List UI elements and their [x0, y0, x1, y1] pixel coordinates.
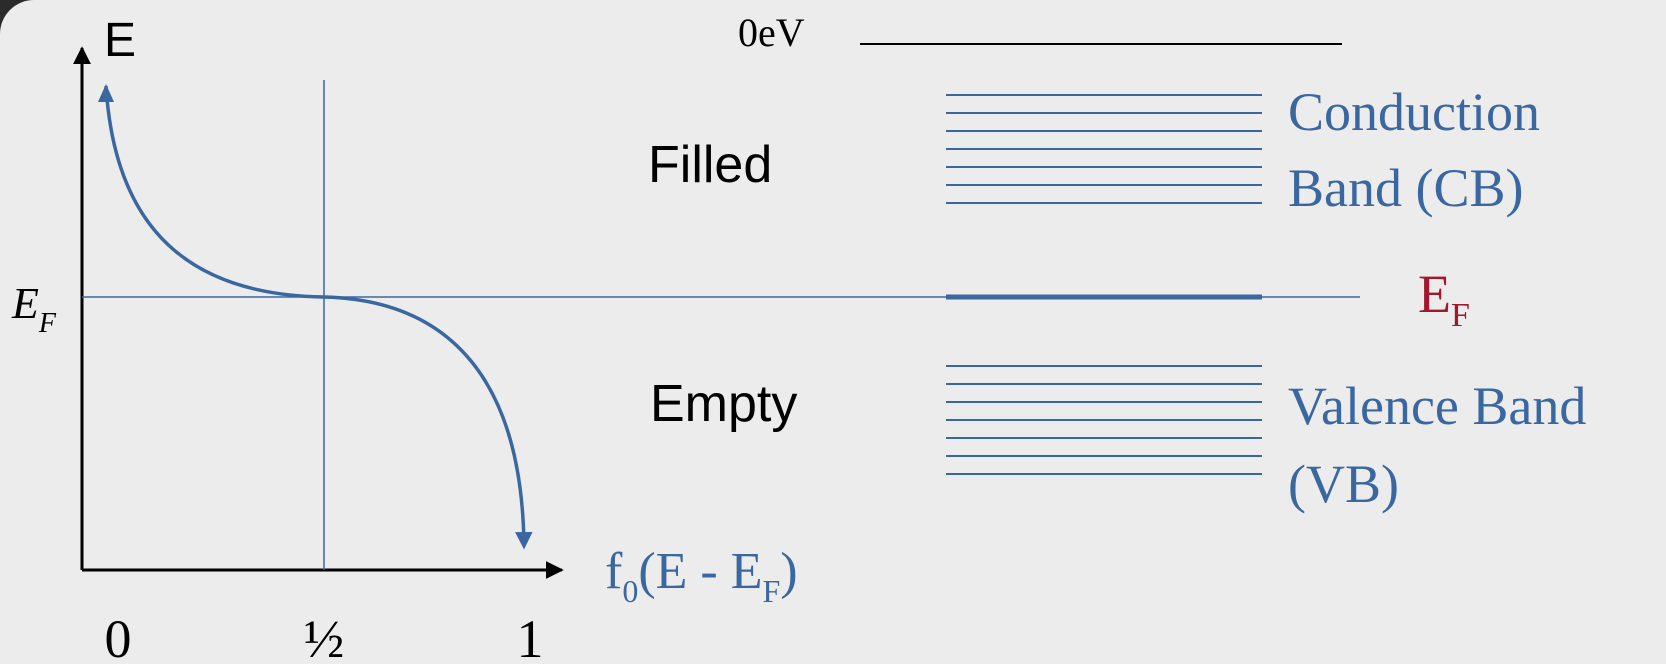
x-axis-label: f0(E - EF)	[605, 543, 798, 609]
filled-label: Filled	[648, 136, 772, 194]
curve-top-arrowhead	[98, 84, 114, 102]
x-tick-labels: 0 ½ 1	[105, 609, 544, 664]
fermi-band-label: EF	[1418, 264, 1470, 334]
conduction-band-label-line2: Band (CB)	[1288, 158, 1524, 218]
vacuum-level-label: 0eV	[738, 10, 805, 55]
valence-band-label-line1: Valence Band	[1288, 376, 1586, 436]
valence-band-levels	[946, 365, 1262, 475]
x-tick-label: ½	[304, 609, 345, 664]
empty-label: Empty	[650, 375, 797, 433]
valence-band-label-line2: (VB)	[1288, 454, 1399, 514]
conduction-band-levels	[946, 94, 1262, 204]
x-tick-label: 0	[105, 609, 132, 664]
y-axis-label: E	[104, 14, 136, 67]
fermi-tick-label: EF	[11, 279, 57, 339]
conduction-band-label-line1: Conduction	[1288, 82, 1540, 142]
fermi-dirac-curve	[104, 85, 533, 550]
x-tick-label: 1	[517, 609, 544, 664]
